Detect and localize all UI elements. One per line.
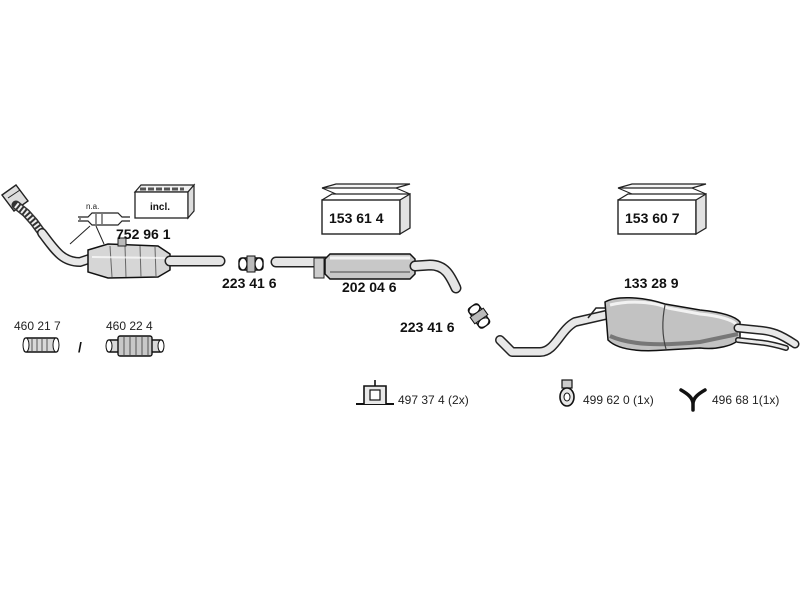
part-number-front-pipe: 752 96 1: [116, 226, 171, 242]
flex-pipe-b-icon[interactable]: [105, 335, 165, 357]
bracket-mount-icon[interactable]: [356, 380, 394, 405]
part-number-bracket: 497 37 4 (2x): [398, 393, 469, 407]
part-number-rubber-ring: 499 62 0 (1x): [583, 393, 654, 407]
part-number-flex-a: 460 21 7: [14, 319, 61, 333]
clamp-front-icon[interactable]: [238, 255, 264, 273]
clamp-rear-icon[interactable]: [466, 302, 493, 331]
kit-box-rear-icon: [617, 183, 707, 236]
na-label: n.a.: [86, 202, 99, 211]
part-number-clamp-rear: 223 41 6: [400, 319, 455, 335]
kit-box-middle-icon: [321, 183, 411, 236]
part-number-rear-silencer: 133 28 9: [624, 275, 679, 291]
front-pipe-catalytic-converter[interactable]: [1, 184, 226, 279]
flex-pipe-a-icon[interactable]: [22, 337, 60, 353]
rubber-ring-mount-icon[interactable]: [559, 379, 575, 407]
part-number-middle-silencer: 202 04 6: [342, 279, 397, 295]
rear-silencer[interactable]: [495, 297, 800, 357]
lambda-sensor-icon: [69, 212, 130, 245]
incl-label: incl.: [150, 202, 170, 213]
kit-number-rear: 153 60 7: [625, 210, 680, 226]
part-number-flex-b: 460 22 4: [106, 319, 153, 333]
separator-slash: /: [78, 339, 82, 355]
middle-silencer[interactable]: [270, 253, 462, 294]
y-hanger-mount-icon[interactable]: [679, 388, 707, 412]
kit-number-middle: 153 61 4: [329, 210, 384, 226]
part-number-clamp-front: 223 41 6: [222, 275, 277, 291]
part-number-y-hanger: 496 68 1(1x): [712, 393, 779, 407]
incl-kit-box: [133, 183, 196, 220]
